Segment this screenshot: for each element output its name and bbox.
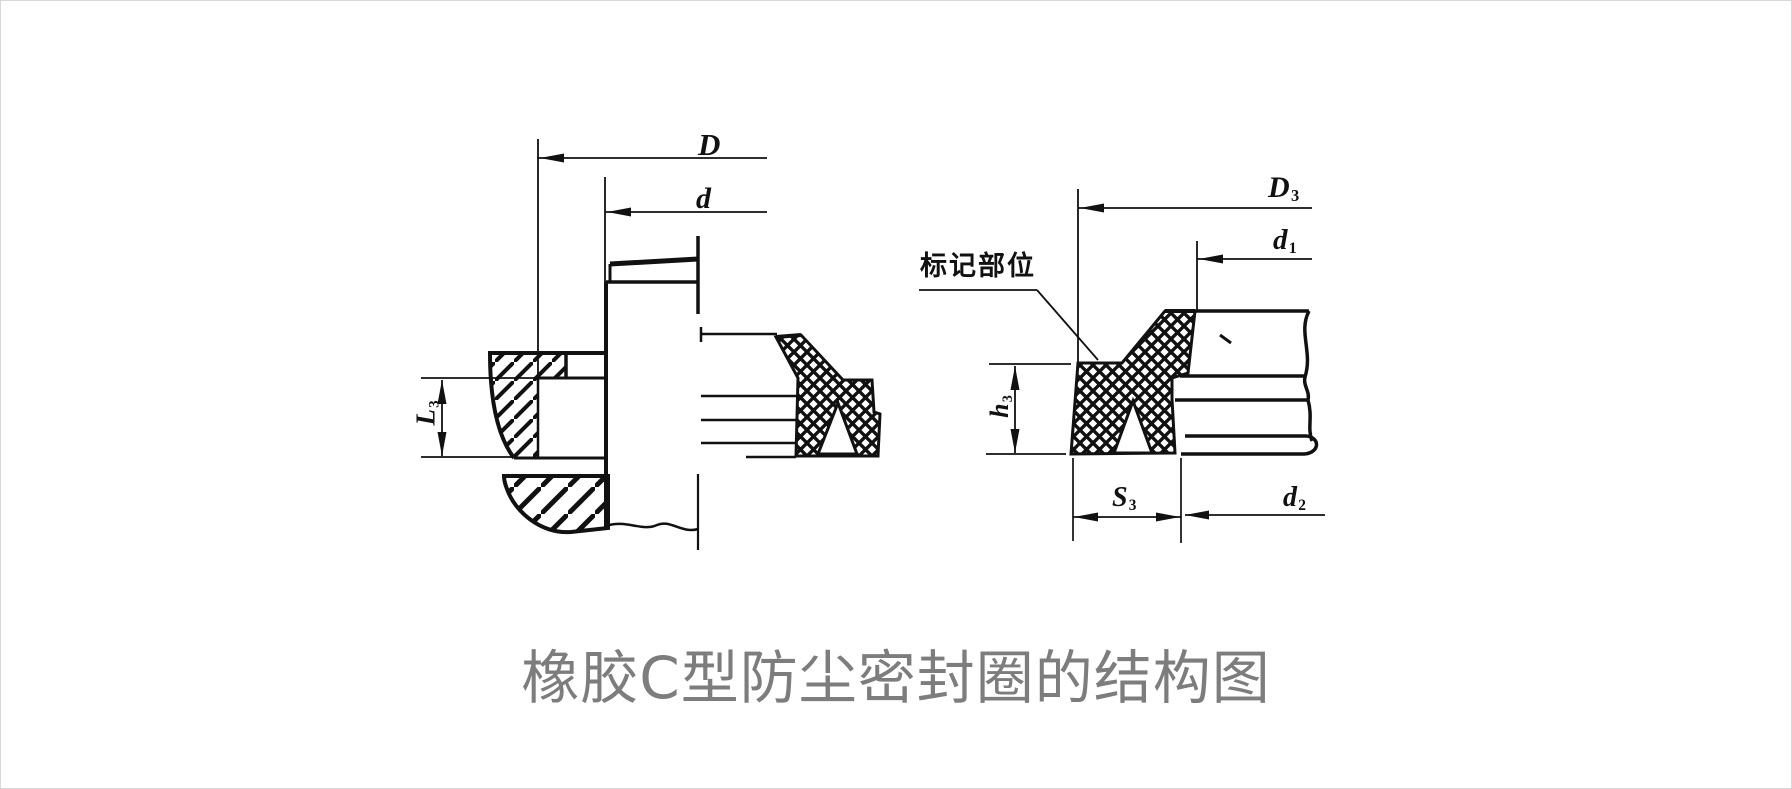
dimension-d1: [1196, 241, 1312, 312]
break-line: [605, 522, 699, 532]
arrow-up-icon: [1010, 366, 1020, 390]
dimension-h3: [986, 363, 1071, 455]
arrow-left-icon: [607, 207, 631, 217]
arrow-up-icon: [437, 380, 447, 404]
seal-cross-section-left: [773, 333, 882, 458]
label-D3: D3: [1268, 171, 1300, 206]
dimension-L3: [421, 377, 538, 458]
dimension-D: [537, 139, 767, 458]
label-S3: S3: [1112, 482, 1137, 514]
piston-rod: [604, 256, 699, 532]
dimension-d2: [1185, 510, 1325, 520]
label-marking-area: 标记部位: [920, 251, 1036, 282]
marking-leader: [919, 289, 1099, 361]
arrow-left-icon: [1080, 203, 1104, 213]
arrow-down-icon: [437, 432, 447, 456]
housing-gland: [488, 351, 606, 460]
arrow-left-icon: [540, 153, 564, 163]
housing-lower-lobe: [501, 474, 610, 535]
arrow-down-icon: [1010, 429, 1020, 453]
dimension-S3: [1072, 458, 1182, 543]
surface-tick: [1219, 333, 1232, 345]
label-d: d: [696, 182, 711, 215]
arrow-left-icon: [1199, 254, 1223, 264]
seal-cross-section-right: [1069, 309, 1197, 456]
rod-right: [1175, 309, 1319, 456]
arrow-right-icon: [1156, 512, 1180, 522]
arrow-left-icon: [1074, 512, 1098, 522]
arrow-left-icon: [1185, 510, 1209, 520]
left-view-installation-section: [421, 139, 882, 550]
break-line: [1302, 310, 1314, 442]
dimension-d: [604, 177, 767, 282]
label-L3: L3: [410, 400, 443, 426]
label-h3: h3: [985, 395, 1016, 418]
label-d1: d1: [1273, 224, 1297, 257]
seal-lip-notch: [815, 398, 860, 456]
seal-lip-notch: [1111, 396, 1155, 455]
right-view-seal-section: [919, 189, 1325, 543]
dimension-D3: [1077, 189, 1312, 363]
label-d2: d2: [1283, 482, 1306, 514]
figure-title: 橡胶C型防尘密封圈的结构图: [521, 644, 1271, 712]
label-D: D: [698, 127, 721, 162]
bore-surface-lines: [699, 327, 798, 459]
